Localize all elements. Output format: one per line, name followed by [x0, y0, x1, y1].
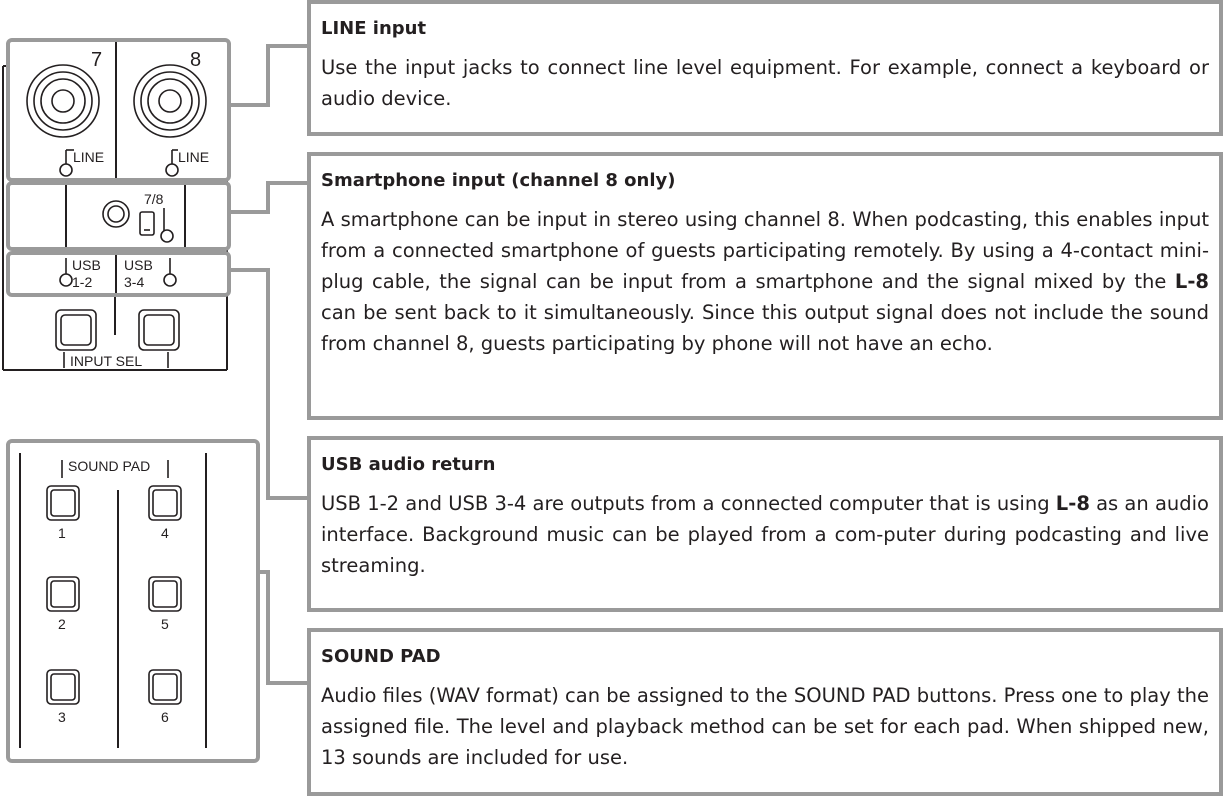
usb-audio-return-callout: USB audio return USB 1-2 and USB 3-4 are… [307, 436, 1223, 612]
sound-pad-frame [6, 439, 260, 763]
usb-text-part-1: USB 1-2 and USB 3-4 are outputs from a c… [321, 492, 1056, 515]
input-sel-button-7[interactable] [55, 309, 97, 351]
smartphone-channel-label: 7/8 [144, 191, 164, 207]
usb-34-label-top: USB [124, 257, 153, 273]
usb-audio-return-text: USB 1-2 and USB 3-4 are outputs from a c… [321, 488, 1209, 581]
line-jack-7[interactable] [26, 64, 100, 138]
smartphone-input-title: Smartphone input (channel 8 only) [321, 170, 676, 191]
usb-audio-return-title: USB audio return [321, 454, 496, 475]
usb-12-label-bottom: 1-2 [72, 274, 92, 290]
sound-pad-number-4: 4 [161, 525, 169, 541]
smartphone-jack[interactable] [102, 200, 130, 228]
sound-pad-button-3[interactable] [46, 669, 80, 705]
usb-34-led [163, 273, 177, 287]
sound-pad-button-4[interactable] [148, 485, 182, 521]
sound-pad-button-2[interactable] [46, 576, 80, 612]
sound-pad-text: Audio files (WAV format) can be assigned… [321, 684, 1209, 769]
smartphone-text-part-2: can be sent back to it simultaneously. S… [321, 301, 1209, 355]
line-input-frame [6, 38, 231, 182]
sound-pad-number-6: 6 [161, 709, 169, 725]
line-label-7: LINE [73, 149, 104, 165]
line-led-7 [59, 163, 73, 177]
sound-pad-button-5[interactable] [148, 576, 182, 612]
line-led-8 [165, 163, 179, 177]
callout-connectors [229, 44, 307, 685]
smartphone-input-callout: Smartphone input (channel 8 only) A smar… [307, 152, 1223, 420]
input-sel-label: INPUT SEL [70, 353, 142, 369]
sound-pad-title: SOUND PAD [321, 646, 441, 667]
sound-pad-callout: SOUND PAD Audio files (WAV format) can b… [307, 628, 1223, 796]
smartphone-text-part-1: A smartphone can be input in stereo usin… [321, 208, 1209, 293]
product-name: L-8 [1174, 270, 1209, 293]
line-input-callout: LINE input Use the input jacks to connec… [307, 0, 1223, 136]
channel-8-number: 8 [190, 49, 201, 71]
sound-pad-button-1[interactable] [46, 485, 80, 521]
sound-pad-number-2: 2 [58, 616, 66, 632]
line-jack-8[interactable] [133, 64, 207, 138]
sound-pad-button-6[interactable] [148, 669, 182, 705]
product-name: L-8 [1055, 492, 1090, 515]
usb-12-led [59, 273, 73, 287]
smartphone-icon [139, 211, 155, 236]
line-label-8: LINE [178, 149, 209, 165]
input-sel-button-8[interactable] [138, 309, 180, 351]
smartphone-input-text: A smartphone can be input in stereo usin… [321, 204, 1209, 359]
usb-return-frame [6, 251, 231, 297]
usb-text-part-2: as an audio interface. Background music … [321, 492, 1209, 577]
smartphone-input-frame [6, 181, 231, 251]
usb-34-label-bottom: 3-4 [124, 274, 144, 290]
sound-pad-number-3: 3 [58, 709, 66, 725]
line-input-title: LINE input [321, 18, 427, 39]
sound-pad-label: SOUND PAD [68, 458, 150, 474]
usb-12-label-top: USB [72, 257, 101, 273]
sound-pad-number-1: 1 [58, 525, 66, 541]
smartphone-led [160, 229, 174, 243]
line-input-text: Use the input jacks to connect line leve… [321, 56, 1209, 110]
sound-pad-number-5: 5 [161, 616, 169, 632]
channel-7-number: 7 [91, 49, 102, 71]
